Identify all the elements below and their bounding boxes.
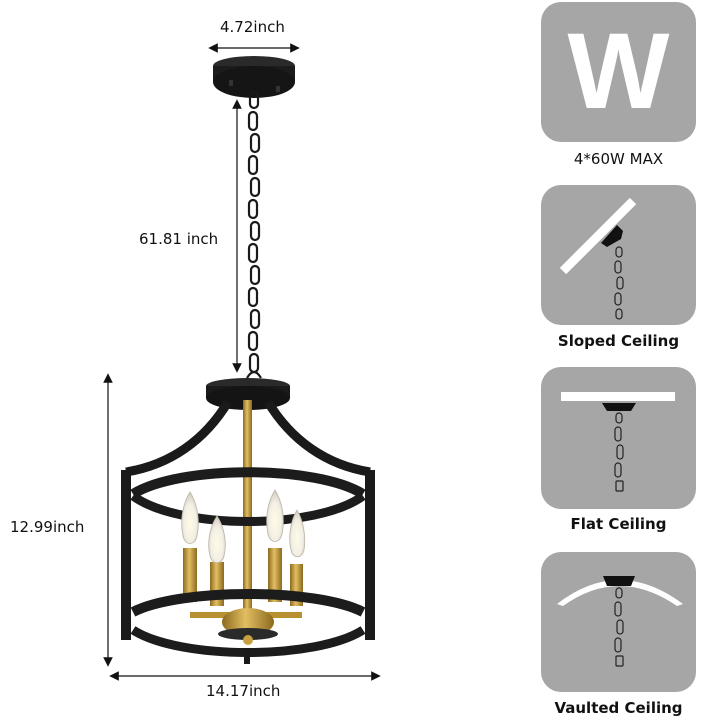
flat-ceiling-label: Flat Ceiling: [570, 515, 667, 533]
chandelier-illustration: [103, 43, 381, 681]
wattage-label: 4*60W MAX: [573, 150, 664, 168]
vaulted-ceiling-label: Vaulted Ceiling: [554, 699, 683, 717]
flat-ceiling-tile: [541, 367, 696, 509]
ceiling-canopy: [213, 56, 295, 98]
fixture-height-label: 12.99inch: [10, 518, 85, 536]
wattage-tile: W: [541, 2, 696, 142]
fixture-width-label: 14.17inch: [206, 682, 281, 700]
fixture-body: [121, 378, 375, 664]
chain-length-label: 61.81 inch: [139, 230, 219, 248]
chain: [246, 90, 262, 379]
sloped-ceiling-tile: [541, 185, 696, 325]
canopy-width-label: 4.72inch: [220, 18, 285, 36]
sloped-ceiling-icon: [559, 197, 637, 320]
flat-ceiling-icon: [561, 392, 675, 492]
vaulted-ceiling-tile: [541, 552, 696, 692]
wattage-icon: W: [567, 10, 670, 131]
vaulted-ceiling-icon: [557, 576, 683, 667]
sloped-ceiling-label: Sloped Ceiling: [557, 332, 680, 350]
